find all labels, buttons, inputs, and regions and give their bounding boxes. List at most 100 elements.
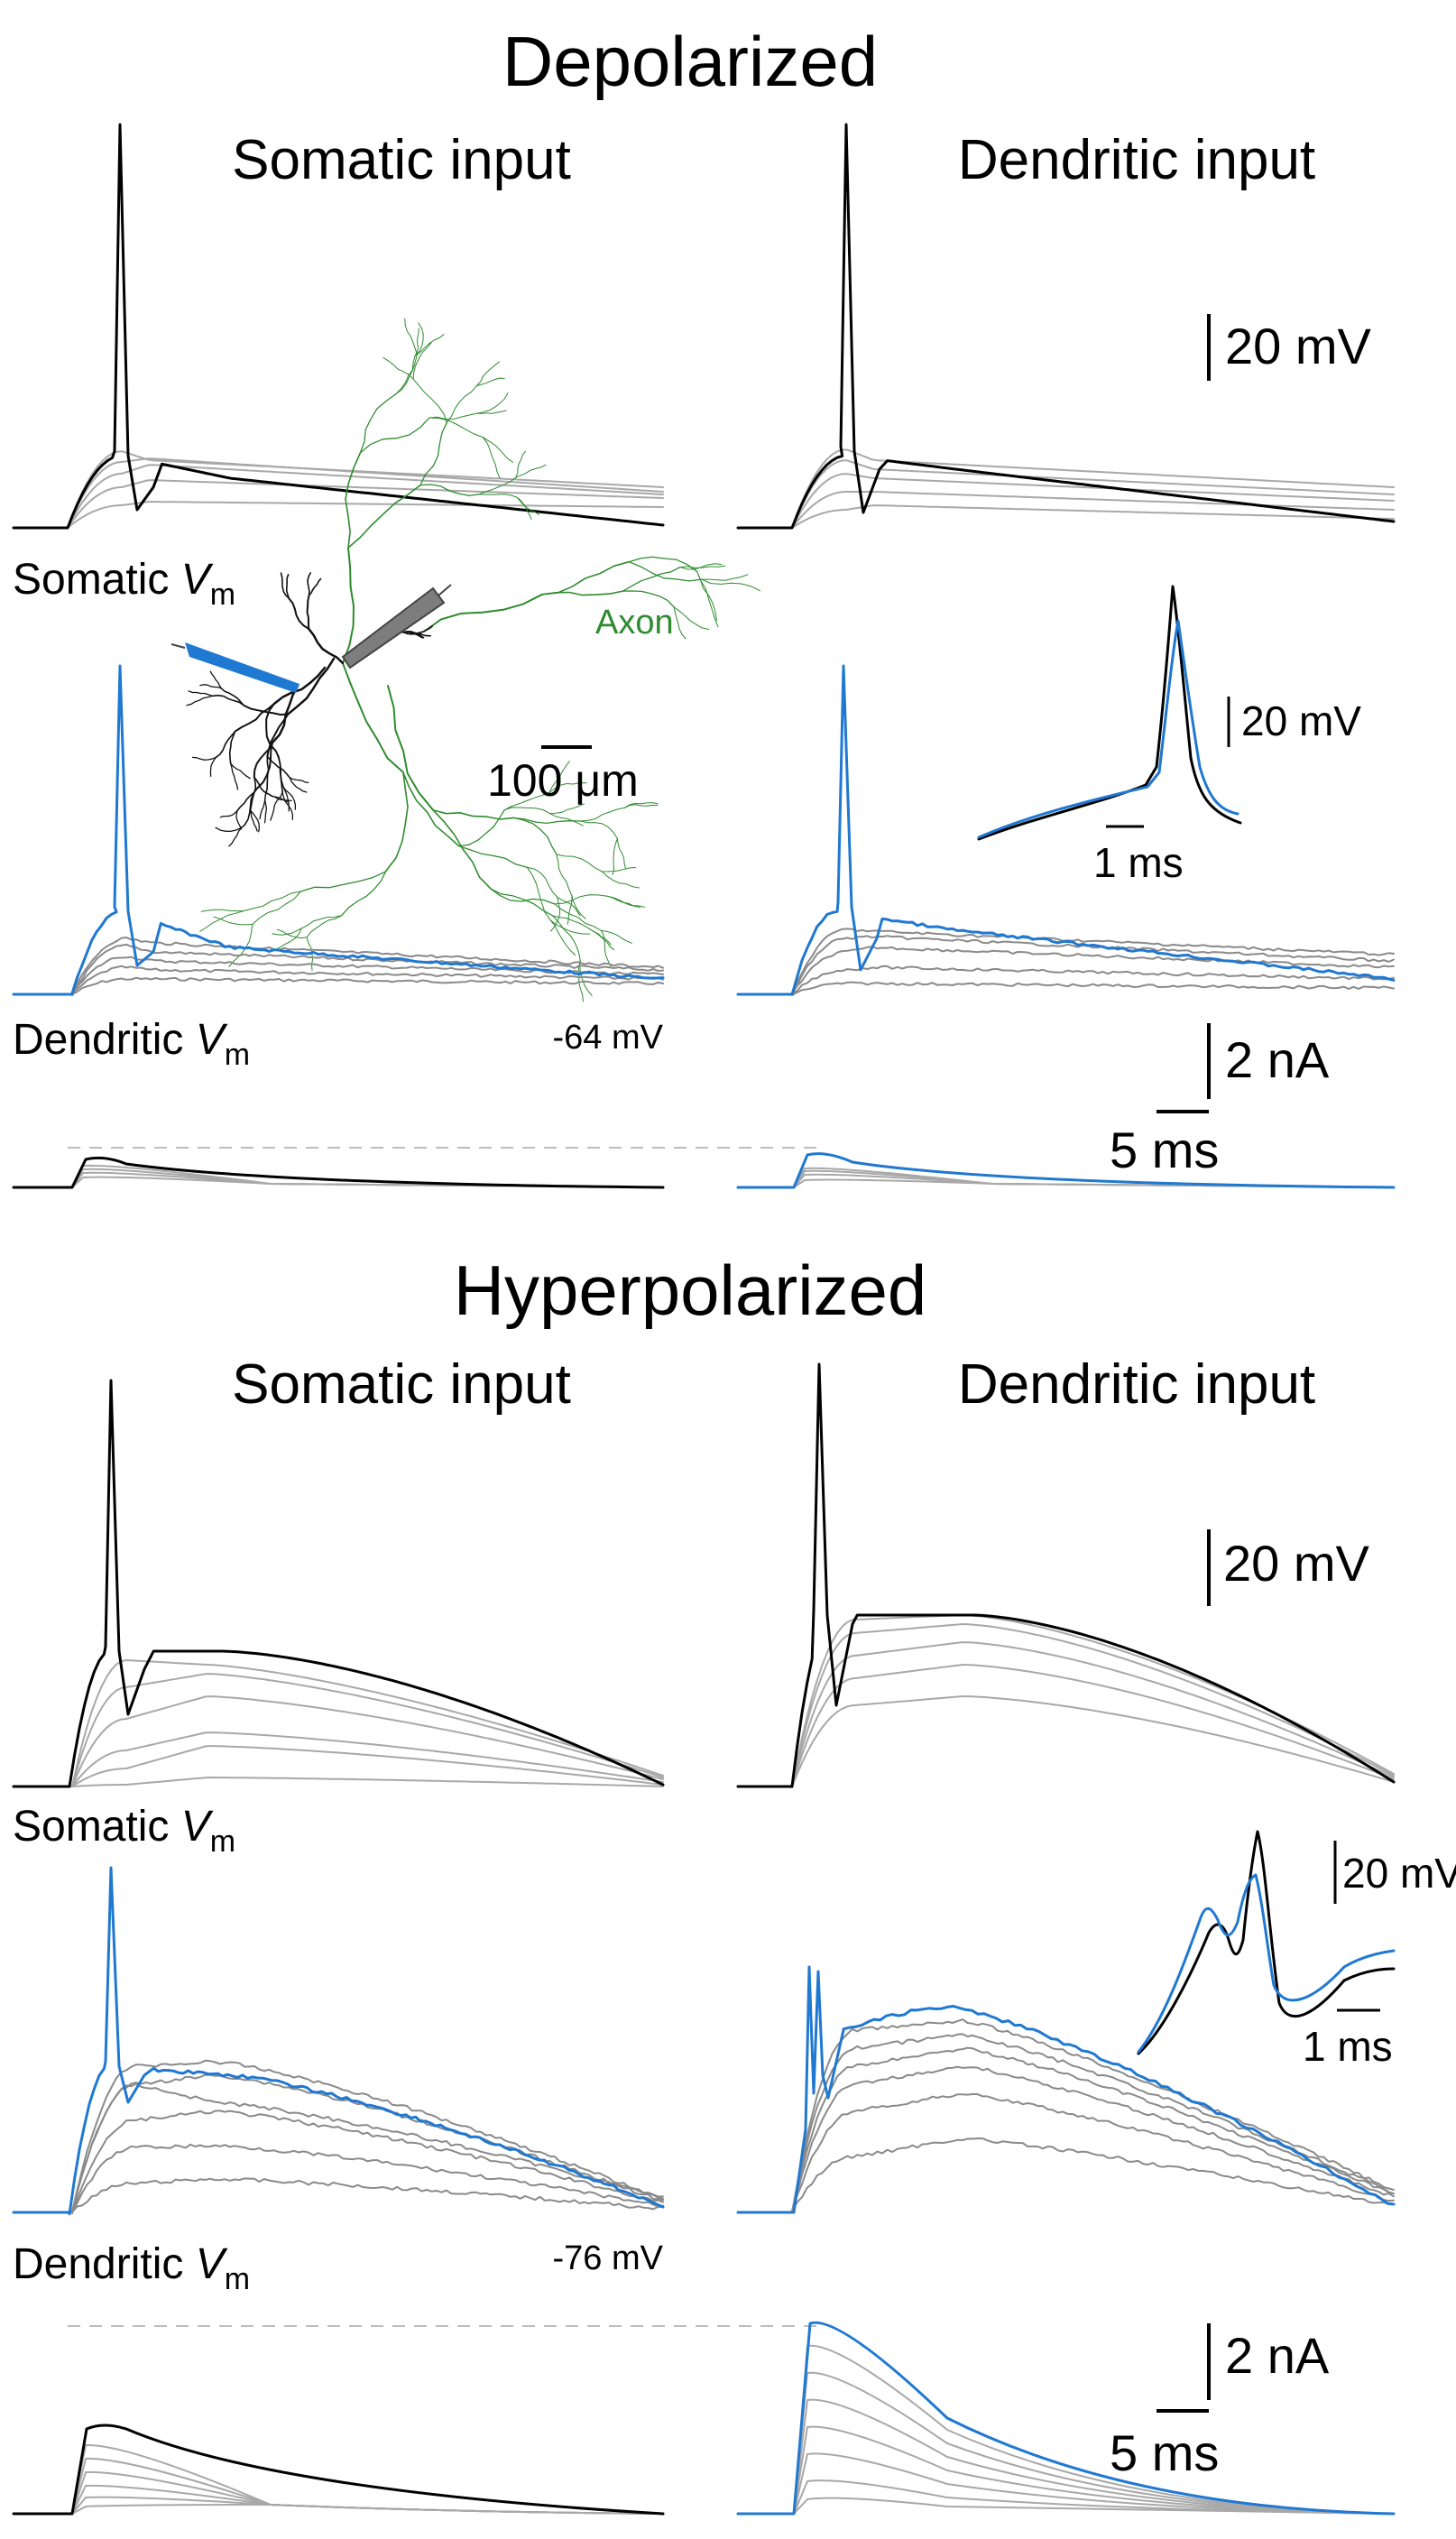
trace-subthreshold (737, 2398, 1395, 2515)
depolarized-current-scale-label: 2 nA (1225, 1031, 1330, 1088)
trace-subthreshold (13, 457, 664, 529)
axon-branch (552, 915, 592, 930)
axon-branch (199, 910, 244, 932)
trace-subthreshold (737, 2046, 1395, 2213)
dendrite-branch (272, 666, 327, 706)
trace-subthreshold (737, 2065, 1395, 2213)
axon-branch (382, 356, 414, 380)
dendrite-branch (306, 594, 310, 630)
axon-branch (512, 817, 558, 855)
trace-subthreshold (13, 1695, 664, 1787)
axon-branch (628, 561, 703, 582)
dendrite-branch (229, 762, 239, 790)
dendrite-branch (234, 703, 275, 733)
trace-subthreshold (737, 946, 1395, 995)
axon-branch (429, 412, 478, 420)
axon-branch (601, 871, 640, 889)
trace-subthreshold (737, 504, 1395, 529)
axon-branch (359, 417, 430, 454)
hyperpolarized-current-scale-label: 2 nA (1225, 2327, 1330, 2384)
depolarized-title: Depolarized (502, 22, 878, 101)
hyperpolarized-somatic-vm-dend-input-traces (736, 1362, 1396, 1788)
depolarized-panel: Depolarized Somatic input Dendritic inpu… (12, 22, 1396, 1189)
axon-branch (515, 450, 526, 478)
dendrite-branch (288, 597, 310, 630)
axon-branch (512, 817, 582, 825)
hyperpolarized-voltage-scale-label: 20 mV (1223, 1535, 1369, 1592)
trace-subthreshold (13, 2443, 664, 2515)
trace-subthreshold (13, 2059, 664, 2213)
axon-branch (601, 930, 632, 944)
axon-branch (526, 866, 551, 921)
axon-branch (404, 318, 418, 355)
trace-subthreshold (737, 1167, 1395, 1188)
axon-branch (701, 574, 749, 581)
depolarized-somatic-vm-dend-input-traces (736, 123, 1396, 530)
axon-branch (306, 915, 343, 938)
axon-branch (696, 570, 717, 622)
axon-branch (416, 334, 445, 355)
axon-branch (515, 464, 547, 478)
axon-branch (276, 928, 308, 939)
trace-subthreshold (737, 2425, 1395, 2515)
dendritic-pipette-tip (170, 643, 186, 649)
dendrite-branch (410, 632, 431, 637)
axon-branch (606, 895, 640, 908)
axon-branch (347, 484, 421, 549)
axon-branch (554, 894, 608, 905)
depolarized-dendritic-input-label: Dendritic input (958, 129, 1315, 191)
dendrite-branch (256, 742, 273, 789)
hyperpolarized-title: Hyperpolarized (454, 1251, 927, 1330)
axon-branch (412, 342, 432, 380)
axon-branch (490, 888, 556, 905)
trace-subthreshold (13, 2484, 664, 2515)
inset-soma-trace (977, 585, 1242, 841)
depolarized-dendritic-vm-dend-input-traces (736, 664, 1396, 996)
trace-subthreshold (13, 501, 664, 529)
hyperpolarized-time-scale-label: 5 ms (1110, 2424, 1219, 2481)
trace-subthreshold (13, 1731, 664, 1787)
hyperpolarized-dendritic-input-label: Dendritic input (958, 1353, 1315, 1416)
axon-branch (482, 437, 501, 479)
axon-branch (341, 871, 387, 917)
dendrite-branch (275, 750, 284, 788)
axon-branch (526, 866, 558, 898)
axon-branch (616, 837, 626, 869)
dendrite-branch (228, 730, 236, 764)
axon-branch (476, 392, 509, 414)
depolarized-time-scale-label: 5 ms (1110, 1122, 1219, 1178)
trace-subthreshold (737, 2479, 1395, 2515)
axon-branch (577, 960, 584, 1002)
trace-subthreshold (737, 2018, 1395, 2214)
trace-suprathreshold (736, 2321, 1396, 2516)
axon-branch (252, 891, 301, 926)
dendrite-branch (271, 684, 299, 744)
axon-branch (432, 809, 492, 890)
hyperpolarized-inset-voltage-label: 20 mV (1342, 1850, 1456, 1897)
trace-subthreshold (13, 956, 664, 997)
depolarized-dendritic-vm-label: Dendritic Vm (13, 1016, 250, 1072)
trace-subthreshold (13, 479, 664, 529)
trace-subthreshold (13, 2073, 664, 2215)
axon-branch (478, 494, 518, 498)
dendrite-branch (235, 809, 243, 830)
trace-subthreshold (737, 2452, 1395, 2515)
axon-branch (624, 804, 659, 808)
axon-branch (516, 496, 539, 515)
dendrite-branch (285, 574, 290, 599)
axon-branch (557, 896, 581, 917)
trace-subthreshold (737, 459, 1395, 529)
dendrite-branch (244, 787, 259, 826)
depolarized-current-dend-traces (736, 1152, 1396, 1189)
axon-branch (446, 385, 477, 423)
axon-branch (387, 685, 435, 811)
axon-branch (541, 590, 624, 596)
depolarized-inset-voltage-label: 20 mV (1241, 697, 1361, 744)
hyperpolarized-dendritic-vm-dend-input-traces (736, 1965, 1396, 2214)
dendrite-branch (236, 787, 259, 812)
trace-subthreshold (737, 928, 1395, 995)
depolarized-somatic-vm-soma-input-traces (12, 123, 665, 530)
axon-branch (345, 451, 362, 549)
trace-subthreshold (737, 491, 1395, 529)
trace-subthreshold (13, 2110, 664, 2214)
